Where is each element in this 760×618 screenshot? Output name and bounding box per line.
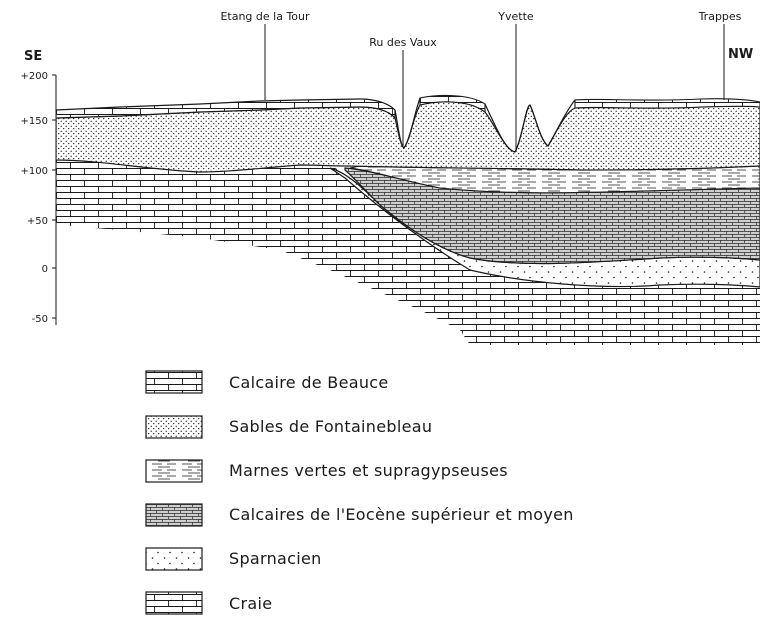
place-label: Ru des Vaux (369, 36, 437, 49)
legend-label: Craie (229, 594, 272, 613)
legend-swatch (146, 460, 202, 482)
tick-label: 0 (42, 264, 48, 275)
legend-label: Sparnacien (229, 549, 322, 568)
legend-label: Calcaire de Beauce (229, 373, 389, 392)
section-body (56, 96, 760, 345)
orientation-se: SE (24, 49, 42, 64)
legend-item: Craie (146, 592, 272, 614)
place-label: Trappes (698, 10, 742, 23)
tick-label: +150 (21, 116, 48, 127)
orientation-nw: NW (728, 47, 753, 62)
legend-swatch (146, 416, 202, 438)
legend-label: Sables de Fontainebleau (229, 417, 432, 436)
legend-item: Marnes vertes et supragypseuses (146, 460, 508, 482)
tick-label: +50 (27, 216, 48, 227)
legend: Calcaire de Beauce Sables de Fontaineble… (146, 371, 574, 614)
place-label: Etang de la Tour (220, 10, 310, 23)
legend-label: Marnes vertes et supragypseuses (229, 461, 508, 480)
place-label: Yvette (497, 10, 534, 23)
legend-item: Sables de Fontainebleau (146, 416, 432, 438)
elevation-axis: +200 +150 +100 +50 0 -50 (21, 71, 56, 325)
legend-label: Calcaires de l'Eocène supérieur et moyen (229, 505, 574, 524)
tick-label: +100 (21, 166, 48, 177)
tick-label: -50 (32, 314, 48, 325)
legend-item: Sparnacien (146, 548, 322, 570)
tick-label: +200 (21, 71, 48, 82)
legend-swatch (146, 371, 202, 393)
legend-swatch (146, 592, 202, 614)
legend-item: Calcaires de l'Eocène supérieur et moyen (146, 504, 574, 526)
layer-calcaire-beauce-top-3 (575, 99, 760, 108)
legend-swatch (146, 504, 202, 526)
legend-swatch (146, 548, 202, 570)
legend-item: Calcaire de Beauce (146, 371, 389, 393)
